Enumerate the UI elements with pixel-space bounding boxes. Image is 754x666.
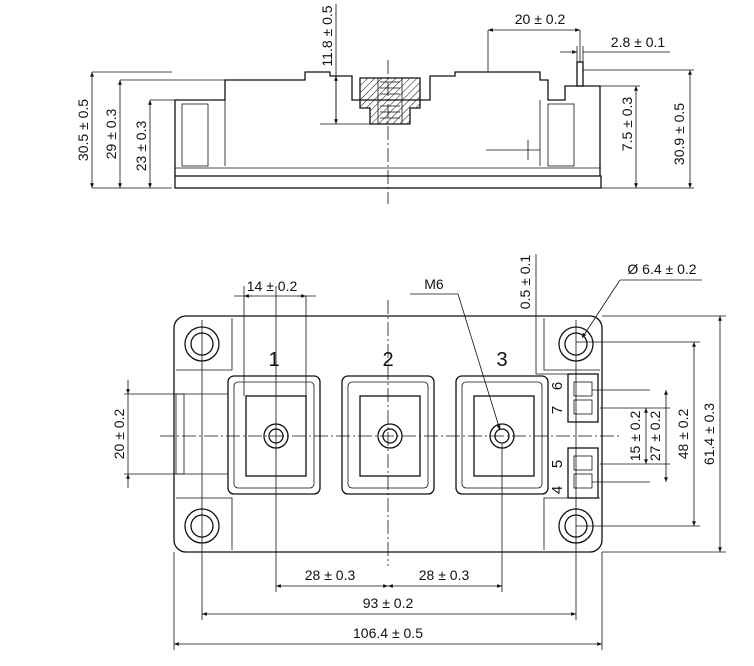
terminal-3-label: 3 bbox=[496, 349, 507, 371]
dim-height-base: 23 ± 0.3 bbox=[133, 121, 149, 172]
thread-label: M6 bbox=[424, 276, 444, 292]
aux-pin-5-label: 5 bbox=[549, 460, 566, 468]
dim-length-overall: 106.4 ± 0.5 bbox=[353, 625, 423, 641]
aux-pin-4-label: 4 bbox=[549, 486, 566, 494]
side-nut-section bbox=[359, 77, 421, 125]
dim-hole-spacing: 93 ± 0.2 bbox=[363, 595, 414, 611]
dim-pitch-left: 28 ± 0.3 bbox=[305, 567, 356, 583]
dim-pin-width: 2.8 ± 0.1 bbox=[611, 34, 666, 50]
dim-height-body: 29 ± 0.3 bbox=[103, 109, 119, 160]
aux-pin-block-upper bbox=[567, 373, 599, 423]
dim-hole-spacing-vertical: 48 ± 0.2 bbox=[675, 409, 691, 460]
aux-pin-block-lower bbox=[567, 447, 599, 499]
dim-aux-spacing: 15 ± 0.2 bbox=[627, 411, 643, 462]
side-rib-left bbox=[181, 103, 209, 167]
dim-height-pin-top: 30.9 ± 0.5 bbox=[671, 103, 687, 165]
side-body-outline bbox=[174, 71, 601, 176]
hole-diameter-label: Ø 6.4 ± 0.2 bbox=[627, 261, 696, 277]
dim-width-overall: 61.4 ± 0.3 bbox=[701, 403, 717, 465]
top-view: 1 2 3 7 6 5 4 14 ± 0.2 bbox=[111, 254, 726, 650]
dim-terminal-pitch: 20 ± 0.2 bbox=[515, 11, 566, 27]
dim-height-overall: 30.5 ± 0.5 bbox=[75, 99, 91, 161]
dim-pitch-right: 28 ± 0.3 bbox=[419, 567, 470, 583]
dim-terminal-width: 14 ± 0.2 bbox=[247, 278, 298, 294]
dim-aux-span: 27 ± 0.2 bbox=[647, 411, 663, 462]
terminal-2-label: 2 bbox=[382, 349, 393, 371]
dim-pin-offset: 0.5 ± 0.1 bbox=[517, 255, 533, 310]
side-rib-right bbox=[547, 103, 575, 167]
dim-bracket-height: 20 ± 0.2 bbox=[111, 409, 127, 460]
terminal-1-label: 1 bbox=[268, 349, 279, 371]
side-view: 30.5 ± 0.5 29 ± 0.3 23 ± 0.3 11.8 ± 0.5 … bbox=[75, 4, 694, 204]
side-nut-bore bbox=[377, 77, 403, 125]
side-aux-pin bbox=[576, 61, 584, 87]
aux-pin-7-label: 7 bbox=[549, 406, 566, 414]
aux-pin-6-label: 6 bbox=[549, 382, 566, 390]
dim-nut-depth: 11.8 ± 0.5 bbox=[319, 5, 335, 66]
dim-pin-height: 7.5 ± 0.3 bbox=[619, 97, 635, 152]
